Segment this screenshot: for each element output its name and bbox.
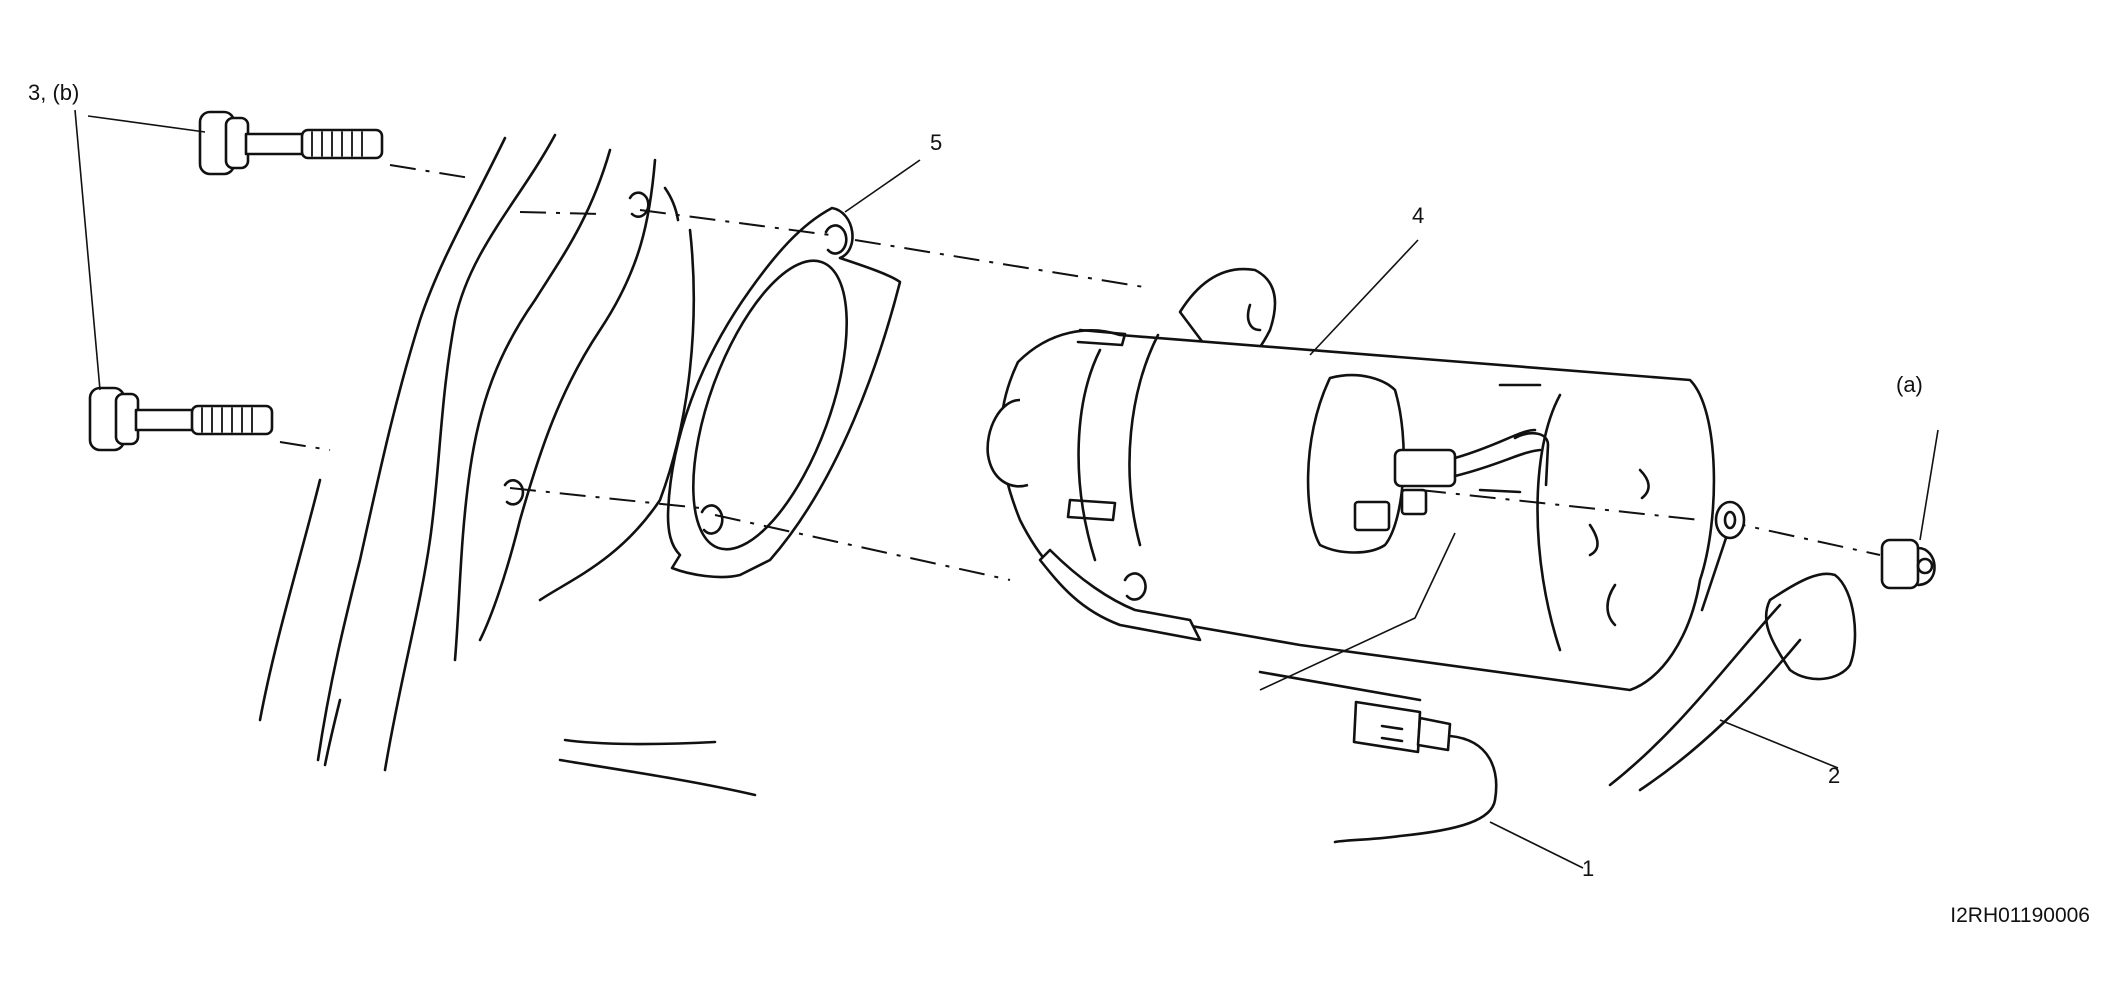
mounting-bolt-upper xyxy=(198,110,384,176)
callout-1-connector: 1 xyxy=(1582,856,1594,881)
battery-cable xyxy=(1608,572,1857,792)
housing-bolt-hole-lower xyxy=(503,479,525,506)
callout-leaders xyxy=(74,109,1939,869)
callout-a-nut: (a) xyxy=(1896,372,1923,397)
callout-4-starter-motor: 4 xyxy=(1412,203,1424,228)
cable-ring-terminal xyxy=(1700,500,1746,612)
terminal-nut xyxy=(1880,538,1936,590)
mounting-bolt-lower xyxy=(88,386,274,452)
assembly-axis-lines xyxy=(279,164,1881,581)
figure-code: I2RH01190006 xyxy=(1950,904,2090,927)
callout-5-plate: 5 xyxy=(930,130,942,155)
housing-bolt-hole-upper xyxy=(628,191,650,218)
callout-2-battery-cable: 2 xyxy=(1828,763,1840,788)
starter-mounting-plate xyxy=(666,206,902,579)
transmission-housing xyxy=(258,133,757,797)
starter-motor xyxy=(986,267,1716,692)
callout-3-bolt: 3, (b) xyxy=(28,80,79,105)
starter-connector-harness xyxy=(1258,670,1498,844)
